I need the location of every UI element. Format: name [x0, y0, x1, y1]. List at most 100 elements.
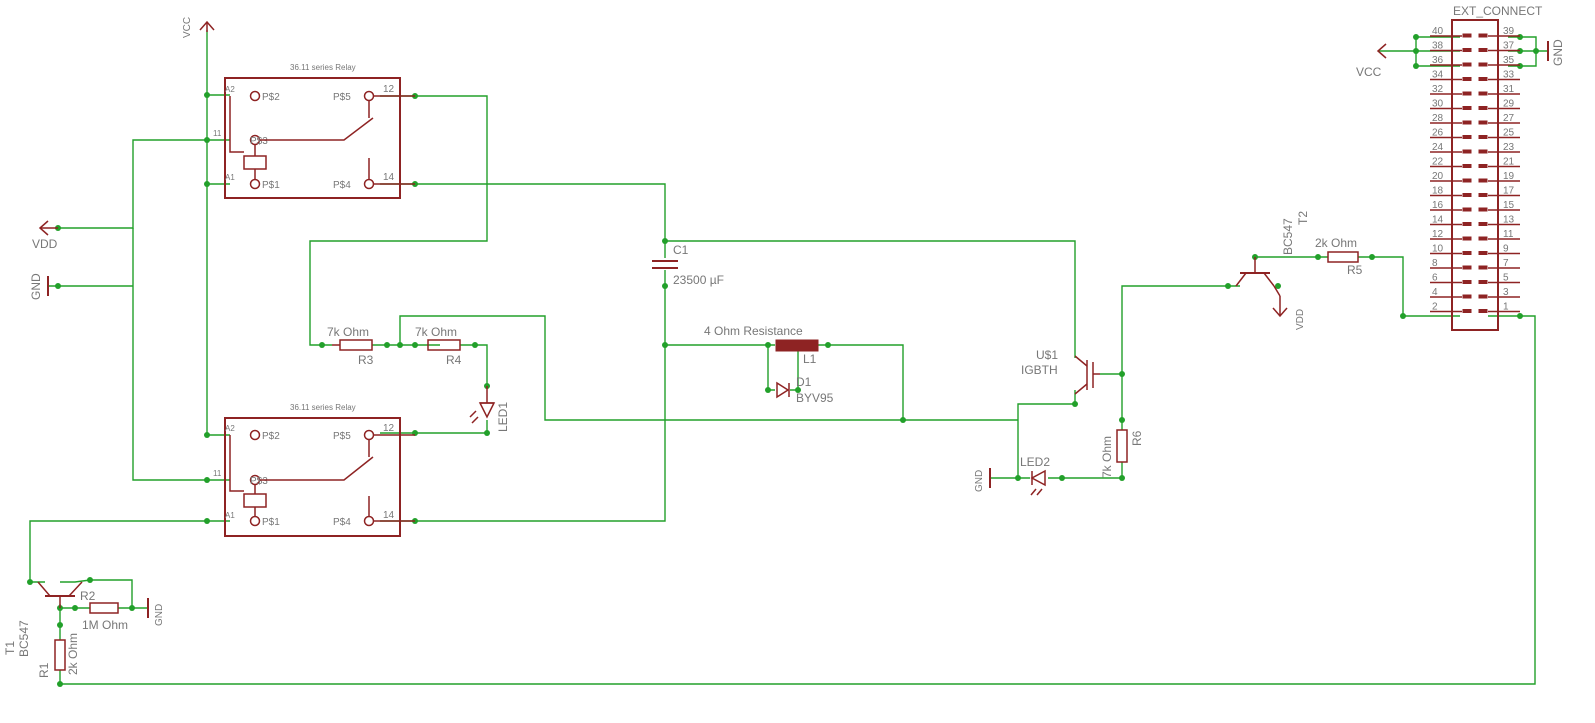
connector-pin-pad	[1462, 91, 1472, 96]
junction	[72, 605, 78, 611]
relay-bottom-pin-p4: P$4	[333, 517, 351, 528]
connector-pin-pad	[1478, 120, 1488, 125]
connector-pin-label: 14	[1432, 215, 1444, 226]
wire-r4-led1	[460, 344, 488, 386]
connector-pin-label: 30	[1432, 99, 1444, 110]
resistor-r2: R2 1M Ohm	[80, 589, 128, 632]
inductor-l1: 4 Ohm Resistance L1	[704, 324, 819, 366]
relay-top: 36.11 series Relay A2 11 A1 P$2 P$3 P$1 …	[213, 63, 415, 199]
connector-pin-label: 13	[1503, 215, 1515, 226]
junction	[765, 342, 771, 348]
r5-value: 2k Ohm	[1315, 236, 1357, 250]
transistor-t2: BC547 T2	[1235, 211, 1310, 297]
led2: LED2	[1020, 455, 1050, 496]
c1-value: 23500 µF	[673, 273, 724, 287]
transistor-collector	[1235, 272, 1247, 287]
junction	[412, 342, 418, 348]
d1-value: BYV95	[796, 391, 834, 405]
wire-l1-right	[818, 344, 904, 420]
relay-bottom-coil-icon	[243, 493, 267, 508]
connector-pin-pad	[1478, 149, 1488, 154]
r4-value: 7k Ohm	[415, 325, 457, 339]
connector-name: EXT_CONNECT	[1453, 4, 1543, 18]
connector-pin-label: 12	[1432, 229, 1444, 240]
connector-pin-label: 28	[1432, 113, 1444, 124]
r3-name: R3	[358, 353, 374, 367]
junction	[1072, 401, 1078, 407]
transistor-emitter-lead	[1273, 285, 1281, 297]
connector-pin-pad	[1462, 280, 1472, 284]
t2-name: T2	[1296, 211, 1310, 225]
connector-pin-label: 29	[1503, 99, 1515, 110]
connector-pin-pad	[1462, 164, 1472, 168]
vdd-label-left: VDD	[32, 237, 58, 251]
diode-icon	[776, 381, 790, 399]
connector-pin-label: 7	[1503, 258, 1509, 269]
connector-pin-pad	[1478, 251, 1488, 255]
relay-top-pin-p1: P$1	[262, 180, 280, 191]
inductor-icon	[775, 339, 819, 352]
junction	[1369, 254, 1375, 260]
connector-pin-label: 26	[1432, 128, 1444, 139]
relay-top-coil-lead	[229, 96, 244, 153]
connector-pin-label: 31	[1503, 84, 1515, 95]
junction	[825, 342, 831, 348]
resistor-r5: 2k Ohm R5	[1315, 236, 1363, 277]
connector-pin-pad	[1462, 207, 1472, 212]
relay-bottom-pin-12: 12	[383, 423, 395, 434]
relay-bottom-terminal	[249, 515, 261, 527]
u1-name: U$1	[1036, 348, 1058, 362]
junction	[472, 342, 478, 348]
relay-bottom-body	[224, 417, 401, 537]
junction	[1413, 34, 1419, 40]
resistor-r3: 7k Ohm R3	[327, 325, 374, 367]
resistor-r4: 7k Ohm R4	[415, 325, 462, 367]
junction	[1119, 371, 1125, 377]
connector-pin-label: 22	[1432, 157, 1444, 168]
junction	[1315, 254, 1321, 260]
transistor-emitter	[68, 581, 83, 597]
gnd-label-led2: GND	[974, 470, 985, 492]
led1-ray-icon	[471, 416, 479, 424]
connector-pin-pad	[1462, 236, 1472, 241]
diode-d1: D1 BYV95	[776, 375, 834, 405]
junction	[57, 622, 63, 628]
wire-r3-long	[399, 315, 1018, 421]
wire-pin1-return	[60, 315, 1536, 685]
relay-top-terminal	[363, 178, 375, 190]
igbt-u1: U$1 IGBTH	[1021, 348, 1100, 395]
connector-pin-label: 39	[1503, 26, 1515, 37]
relay-bottom-pin-a2: A2	[225, 424, 235, 433]
junction	[204, 432, 210, 438]
relay-bottom-pin-14: 14	[383, 510, 395, 521]
junction	[204, 181, 210, 187]
wire-d1-left	[767, 345, 775, 391]
connector-pin-pad	[1462, 33, 1472, 38]
r2-name: R2	[80, 589, 96, 603]
led1-diode-icon	[478, 402, 496, 419]
relay-top-pin-p5: P$5	[333, 92, 351, 103]
connector-pin-label: 38	[1432, 41, 1444, 52]
connector-pin-pad	[1462, 309, 1472, 313]
connector-pin-pad	[1462, 48, 1472, 52]
junction	[204, 92, 210, 98]
connector-pin-pad	[1478, 294, 1488, 299]
connector-pin-label: 34	[1432, 70, 1444, 81]
connector-pin-pad	[1478, 193, 1488, 197]
resistor-icon	[339, 339, 373, 351]
connector-pin-pad	[1478, 236, 1488, 241]
vcc-label-conn: VCC	[1356, 65, 1382, 79]
connector-pin-pad	[1478, 62, 1488, 67]
connector-pin-label: 3	[1503, 287, 1509, 298]
connector-pin-label: 5	[1503, 273, 1509, 284]
resistor-r6: R6 7k Ohm	[1100, 429, 1144, 478]
relay-bottom-coil-lead	[229, 435, 244, 492]
transistor-collector	[37, 581, 51, 597]
junction	[662, 283, 668, 289]
r4-name: R4	[446, 353, 462, 367]
connector-pin-pad	[1462, 106, 1472, 110]
vcc-label-top: VCC	[182, 17, 193, 38]
connector-pin-pad	[1478, 77, 1488, 81]
wire-c1-relay2-14	[380, 270, 666, 522]
